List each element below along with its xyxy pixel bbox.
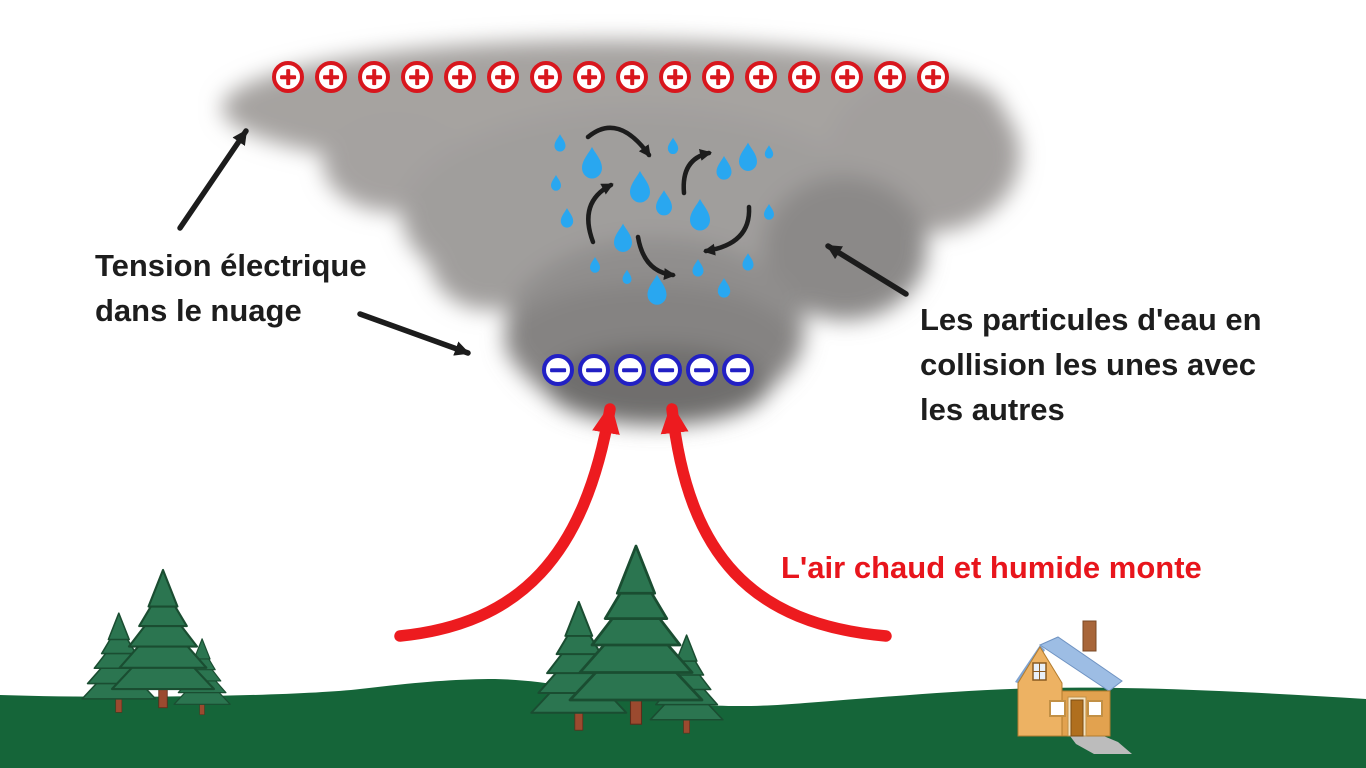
red-up-arrow-left xyxy=(394,403,620,642)
positive-charge-icon xyxy=(315,61,347,93)
curved-arrow-icon xyxy=(681,149,712,196)
label-line: L'air chaud et humide monte xyxy=(781,550,1202,585)
label-line: Tension électrique xyxy=(95,248,367,283)
positive-charge-row xyxy=(272,61,949,93)
label-line: Les particules d'eau en xyxy=(920,302,1262,337)
positive-charge-icon xyxy=(573,61,605,93)
label-tension-electrique: Tension électrique dans le nuage xyxy=(95,243,367,333)
curved-arrow-icon xyxy=(703,204,752,256)
positive-charge-icon xyxy=(401,61,433,93)
house-chimney xyxy=(1082,620,1097,652)
positive-charge-icon xyxy=(745,61,777,93)
positive-charge-icon xyxy=(444,61,476,93)
arrow-to-negative-charges xyxy=(357,311,471,356)
label-air-chaud: L'air chaud et humide monte xyxy=(781,545,1202,590)
gable-window-cross xyxy=(1033,663,1046,680)
negative-charge-icon xyxy=(650,354,682,386)
label-line: collision les unes avec xyxy=(920,347,1256,382)
curved-arrow-icon xyxy=(585,125,652,158)
positive-charge-icon xyxy=(530,61,562,93)
curved-arrow-icon xyxy=(586,182,614,245)
positive-charge-icon xyxy=(874,61,906,93)
positive-charge-icon xyxy=(487,61,519,93)
curved-arrow-icon xyxy=(635,234,676,281)
negative-charge-icon xyxy=(542,354,574,386)
positive-charge-icon xyxy=(702,61,734,93)
positive-charge-icon xyxy=(272,61,304,93)
label-line: les autres xyxy=(920,392,1065,427)
house-gable-wall xyxy=(1017,646,1063,737)
positive-charge-icon xyxy=(659,61,691,93)
label-line: dans le nuage xyxy=(95,293,302,328)
positive-charge-icon xyxy=(358,61,390,93)
negative-charge-icon xyxy=(686,354,718,386)
negative-charge-icon xyxy=(578,354,610,386)
label-particules-collision: Les particules d'eau en collision les un… xyxy=(920,297,1262,432)
positive-charge-icon xyxy=(788,61,820,93)
window-left xyxy=(1049,700,1066,717)
red-up-arrow-right xyxy=(660,403,892,642)
arrow-to-cloud-collisions xyxy=(825,243,909,297)
pine-trees-left xyxy=(81,568,231,716)
house-walkway xyxy=(1070,732,1132,754)
updraft-arrows xyxy=(394,403,892,642)
window-right xyxy=(1087,700,1103,717)
annotation-arrows xyxy=(177,128,909,356)
negative-charge-icon xyxy=(614,354,646,386)
positive-charge-icon xyxy=(831,61,863,93)
circulation-arrows xyxy=(585,125,752,281)
negative-charge-row xyxy=(542,354,754,386)
negative-charge-icon xyxy=(722,354,754,386)
positive-charge-icon xyxy=(616,61,648,93)
arrow-to-positive-charges xyxy=(177,128,249,231)
house-roof xyxy=(1038,636,1123,692)
house xyxy=(1015,620,1132,754)
positive-charge-icon xyxy=(917,61,949,93)
door xyxy=(1070,699,1084,737)
